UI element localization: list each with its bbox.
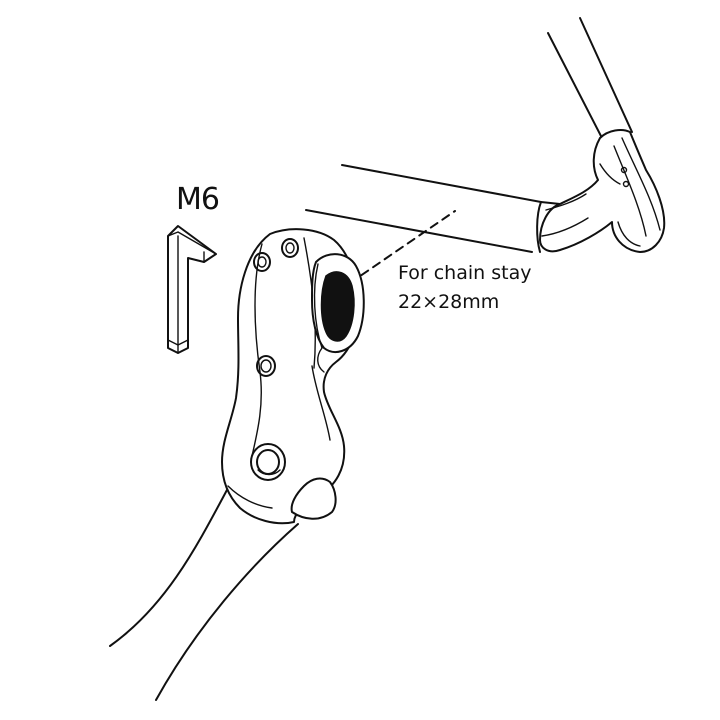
callout-text-line-2: 22×28mm [398,291,499,313]
guide-dashed-line [349,210,456,284]
bolt-hole-top-left [253,252,271,272]
hex-key-icon [167,225,217,354]
rear-dropout [539,129,666,253]
clamp-rubber-pad [320,271,355,342]
bolt-hole-middle [256,355,276,377]
pivot-bolt [250,443,286,481]
callout-text-line-1: For chain stay [398,262,531,284]
kickstand-leg [109,487,299,701]
bolt-hole-top-right [281,238,299,258]
kickstand-clamp [221,228,365,525]
chain-stay [305,17,633,253]
hex-key-size-label: M6 [176,182,219,217]
